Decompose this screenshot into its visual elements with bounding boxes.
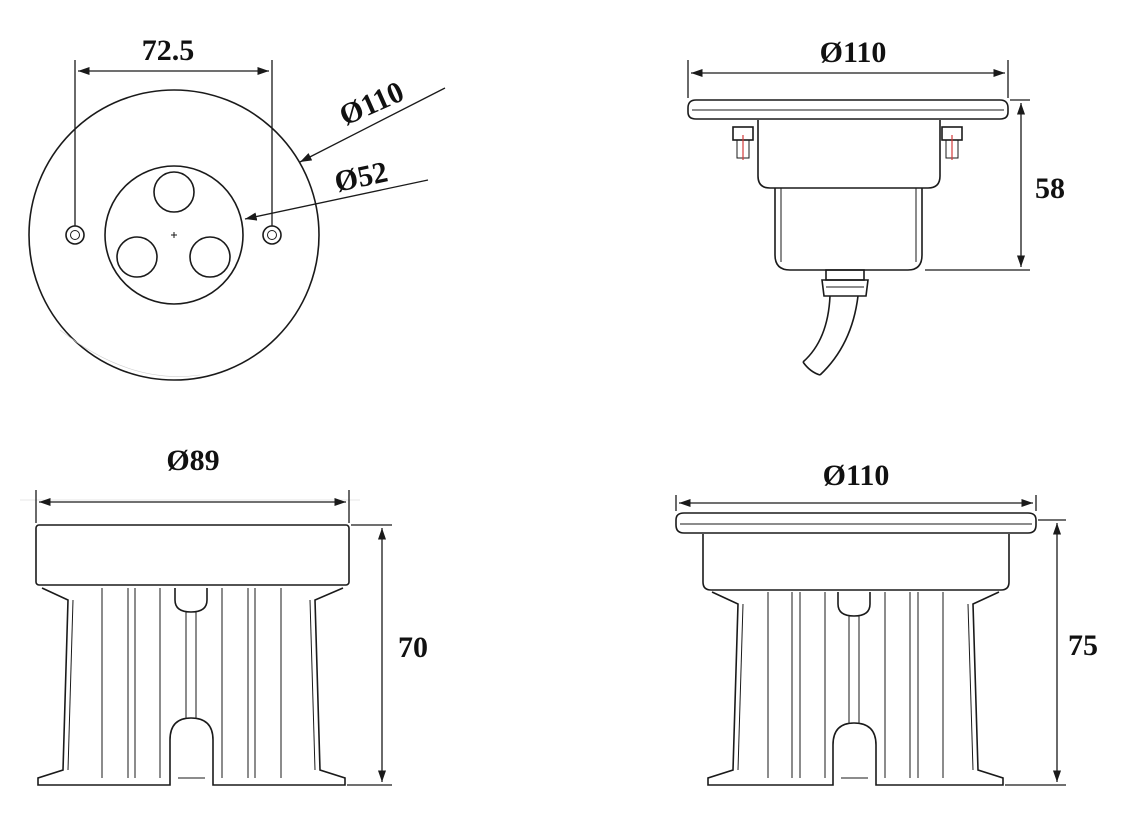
dim-lamp-height-label: 75: [1068, 629, 1098, 662]
lens-plate-circle: [104, 165, 244, 305]
lamp-ring-2: [702, 534, 1010, 591]
power-cable: [802, 295, 859, 376]
dim-outer-dia-label: Ø110: [334, 75, 408, 132]
sleeve-body-2: [707, 591, 1004, 786]
dim-inner-dia-label: Ø52: [332, 155, 391, 198]
bolt-left: [732, 126, 754, 160]
lamp-flange-2: [675, 512, 1037, 534]
cable-gland: [821, 269, 869, 297]
mounting-hole-right: [262, 225, 282, 245]
led-lens-left: [116, 236, 158, 278]
bolt-right: [941, 126, 963, 160]
outer-flange-circle: [28, 89, 320, 381]
sleeve-body: [37, 587, 346, 786]
dim-sleeve-height-label: 70: [398, 631, 428, 664]
lamp-upper-body: [757, 120, 941, 189]
led-lens-top: [153, 171, 195, 213]
top-view: 72.5 Ø110 Ø52: [28, 34, 446, 381]
dim-outer-dia-leader: [299, 87, 446, 163]
dim-height-label: 58: [1035, 172, 1065, 205]
dim-hole-spacing-label: 72.5: [142, 34, 195, 67]
center-mark: [171, 232, 177, 238]
dim-sleeve-dia-label: Ø89: [166, 444, 219, 477]
mounting-hole-left: [65, 225, 85, 245]
dim-lamp-dia-label: Ø110: [823, 459, 890, 492]
sleeve-top-ring: [35, 524, 350, 586]
sleeve-drain-tab: [174, 588, 208, 613]
dim-inner-dia-leader: [244, 179, 429, 221]
sleeve-view: Ø89 70: [20, 444, 428, 786]
sleeve-drain-tab-2: [837, 592, 871, 617]
lamp-lower-body: [774, 188, 923, 271]
dim-flange-dia-label: Ø110: [820, 36, 887, 69]
led-lens-right: [189, 236, 231, 278]
lamp-flange: [687, 99, 1009, 120]
side-view-lamp: Ø110 58: [687, 36, 1065, 376]
sleeve-lamp-view: Ø110 75: [675, 459, 1098, 786]
